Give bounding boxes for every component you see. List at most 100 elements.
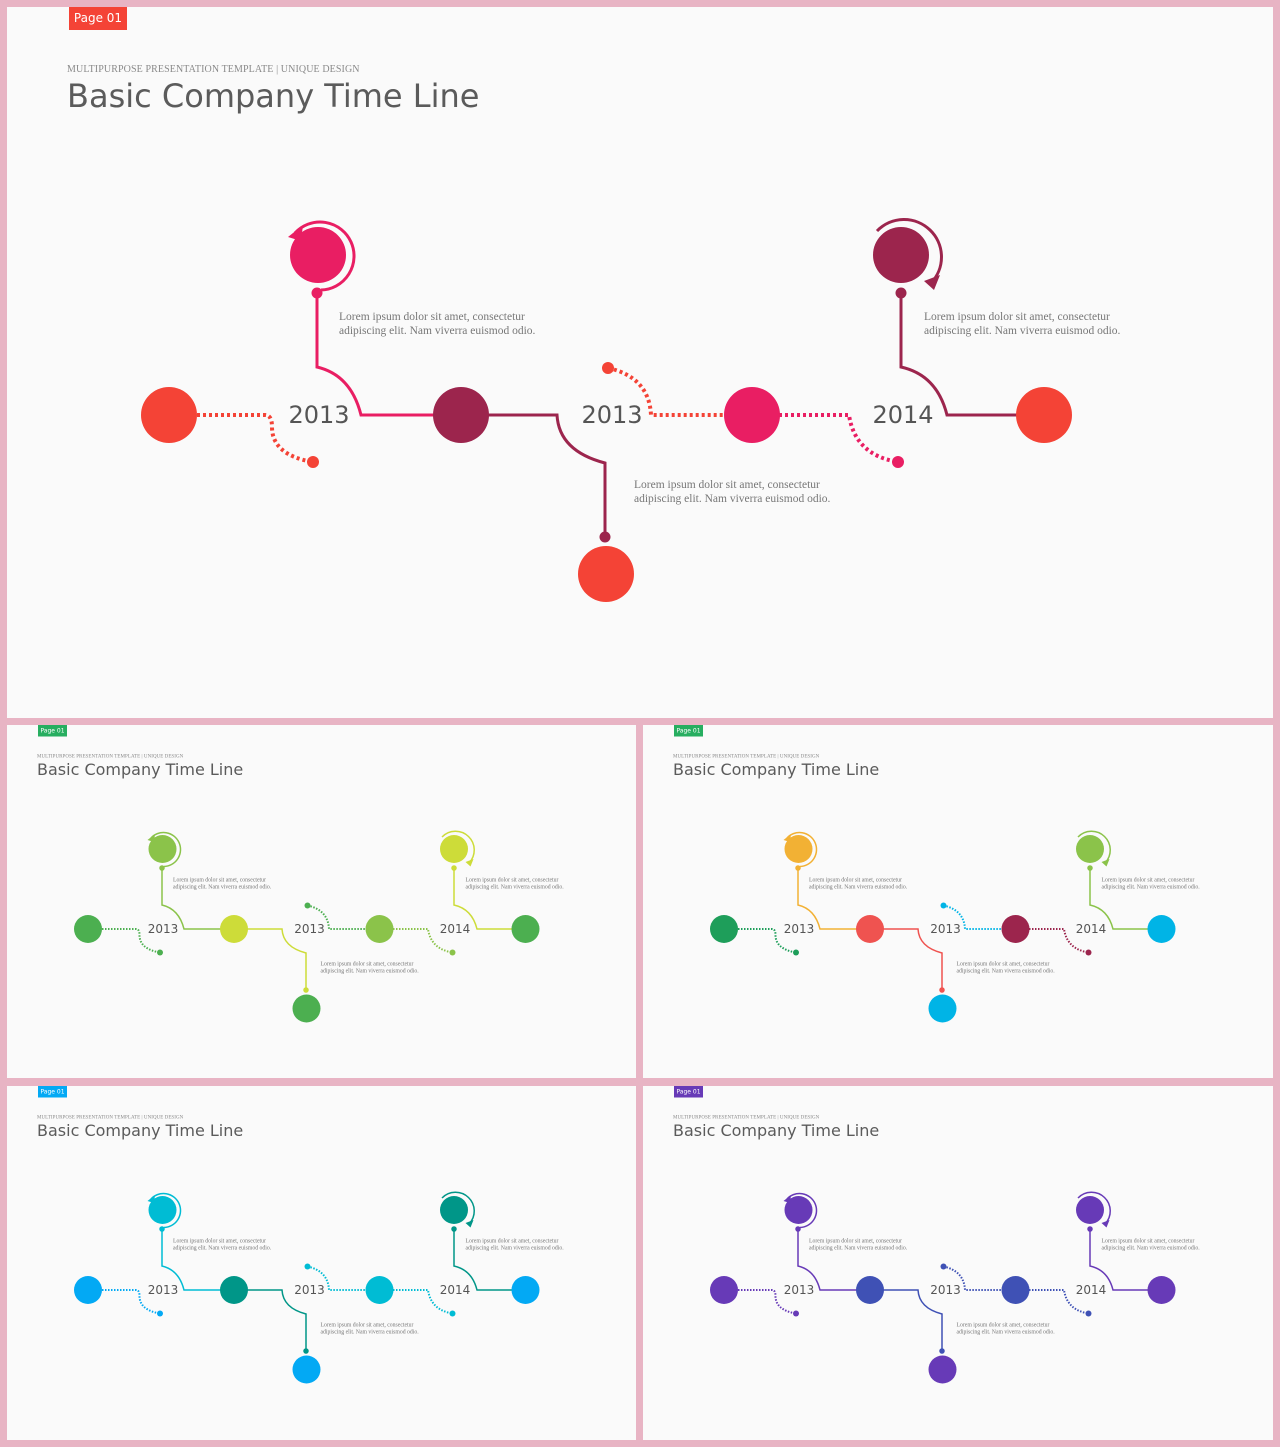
timeline-node-2 (220, 1276, 248, 1304)
page-badge: Page 01 (674, 1086, 703, 1098)
branch-line-1 (797, 868, 858, 930)
description-3-line-2: adipiscing elit. Nam viverra euismod odi… (466, 1246, 565, 1252)
year-label-1: 2013 (148, 922, 179, 936)
dotted-connector-1 (738, 1289, 797, 1315)
description-1-line-1: Lorem ipsum dolor sit amet, consectetur (173, 1239, 266, 1245)
description-3-line-1: Lorem ipsum dolor sit amet, consectetur (466, 1239, 559, 1245)
year-label-1: 2013 (784, 1283, 815, 1297)
branch-joint-dot-2 (939, 987, 945, 993)
connector-end-dot-2 (940, 902, 947, 909)
timeline-node-3 (1001, 1276, 1030, 1304)
slide-purple: Page 01 MULTIPURPOSE PRESENTATION TEMPLA… (643, 1086, 1273, 1440)
description-1-line-1: Lorem ipsum dolor sit amet, consectetur (809, 878, 902, 884)
year-label-1: 2013 (288, 401, 349, 429)
connector-end-dot-3 (449, 1310, 456, 1317)
connector-end-dot-3 (449, 949, 456, 956)
rotate-arrow-icon-right (1077, 1191, 1111, 1225)
connector-end-dot-3 (1085, 949, 1092, 956)
description-2-line-1: Lorem ipsum dolor sit amet, consectetur (321, 1323, 414, 1329)
year-label-2: 2013 (930, 922, 961, 936)
year-label-2: 2013 (294, 1283, 325, 1297)
timeline-node-top-right (440, 835, 468, 863)
branch-joint-dot-1 (311, 287, 323, 299)
branch-joint-dot-1 (159, 1226, 165, 1232)
timeline-node-bottom (928, 1355, 957, 1384)
branch-joint-dot-1 (795, 865, 801, 871)
branch-line-3 (453, 868, 513, 930)
description-1-line-2: adipiscing elit. Nam viverra euismod odi… (809, 1246, 908, 1252)
dotted-connector-2 (607, 366, 725, 417)
timeline-node-start (710, 1276, 738, 1304)
timeline-node-end (1147, 1276, 1176, 1304)
slide-title: Basic Company Time Line (37, 1121, 244, 1140)
timeline-node-2 (220, 915, 248, 943)
year-label-2: 2013 (294, 922, 325, 936)
dotted-connector-2 (307, 904, 366, 930)
slide-kicker: MULTIPURPOSE PRESENTATION TEMPLATE | UNI… (37, 1114, 184, 1121)
timeline-node-bottom (292, 1355, 321, 1384)
branch-joint-dot-2 (599, 531, 611, 543)
connector-end-dot-3 (1085, 1310, 1092, 1317)
year-label-3: 2014 (872, 401, 933, 429)
branch-line-1 (797, 1229, 858, 1291)
rotate-arrow-icon-right (875, 218, 943, 285)
page-badge: Page 01 (69, 7, 127, 30)
description-1-line-1: Lorem ipsum dolor sit amet, consectetur (809, 1239, 902, 1245)
connector-end-dot-1 (157, 949, 163, 956)
timeline-node-top-right (440, 1196, 468, 1224)
timeline-node-2 (856, 1276, 884, 1304)
branch-joint-dot-2 (303, 987, 309, 993)
dotted-connector-1 (738, 928, 797, 954)
slide-green: Page 01 MULTIPURPOSE PRESENTATION TEMPLA… (7, 725, 636, 1078)
timeline-node-2 (856, 915, 884, 943)
description-3-line-2: adipiscing elit. Nam viverra euismod odi… (1102, 1246, 1201, 1252)
timeline-node-top-left (148, 1196, 177, 1224)
branch-joint-dot-1 (795, 1226, 801, 1232)
branch-joint-dot-3 (1087, 1226, 1093, 1232)
branch-line-1 (161, 1229, 222, 1291)
year-label-1: 2013 (148, 1283, 179, 1297)
connector-end-dot-2 (304, 1263, 311, 1270)
description-3-line-1: Lorem ipsum dolor sit amet, consectetur (466, 878, 559, 884)
rotate-arrowhead-right (1101, 1220, 1110, 1228)
branch-joint-dot-1 (159, 865, 165, 871)
branch-line-1 (315, 293, 437, 417)
year-label-3: 2014 (440, 922, 471, 936)
timeline-node-end (511, 1276, 540, 1304)
branch-line-3 (1089, 1229, 1149, 1291)
timeline-diagram: 2013 2013 2014 Lorem ipsum dolor sit ame… (74, 1191, 565, 1384)
dotted-connector-2 (943, 1265, 1002, 1291)
timeline-diagram: 2013 2013 2014 Lorem ipsum dolor sit ame… (710, 1191, 1201, 1384)
description-2-line-2: adipiscing elit. Nam viverra euismod odi… (634, 493, 831, 505)
connector-end-dot-3 (892, 456, 904, 468)
timeline-node-top-right (1076, 835, 1104, 863)
year-label-3: 2014 (1076, 922, 1107, 936)
timeline-node-bottom (928, 994, 957, 1023)
description-2-line-1: Lorem ipsum dolor sit amet, consectetur (957, 962, 1050, 968)
rotate-arrowhead-right (465, 859, 474, 867)
branch-joint-dot-2 (303, 1348, 309, 1354)
description-2-line-2: adipiscing elit. Nam viverra euismod odi… (321, 1330, 420, 1336)
slide-title: Basic Company Time Line (67, 77, 480, 115)
connector-end-dot-1 (157, 1310, 163, 1317)
timeline-node-top-left (784, 1196, 813, 1224)
year-label-3: 2014 (440, 1283, 471, 1297)
year-label-2: 2013 (581, 401, 642, 429)
dotted-connector-1 (102, 1289, 161, 1315)
timeline-node-bottom (578, 546, 634, 602)
dotted-connector-3 (1029, 928, 1089, 954)
timeline-node-start (74, 915, 102, 943)
slide-title: Basic Company Time Line (673, 1121, 880, 1140)
description-1-line-2: adipiscing elit. Nam viverra euismod odi… (173, 1246, 272, 1252)
timeline-node-top-right (1076, 1196, 1104, 1224)
dotted-connector-3 (1029, 1289, 1089, 1315)
page-badge: Page 01 (674, 725, 703, 737)
connector-end-dot-2 (940, 1263, 947, 1270)
description-3-line-1: Lorem ipsum dolor sit amet, consectetur (1102, 1239, 1195, 1245)
connector-end-dot-1 (307, 456, 319, 468)
description-2-line-2: adipiscing elit. Nam viverra euismod odi… (957, 1330, 1056, 1336)
timeline-diagram: 2013 2013 2014 Lorem ipsum dolor sit ame… (141, 218, 1121, 602)
slide-cyan: Page 01 MULTIPURPOSE PRESENTATION TEMPLA… (7, 1086, 636, 1440)
description-3-line-2: adipiscing elit. Nam viverra euismod odi… (924, 325, 1121, 337)
connector-end-dot-2 (304, 902, 311, 909)
